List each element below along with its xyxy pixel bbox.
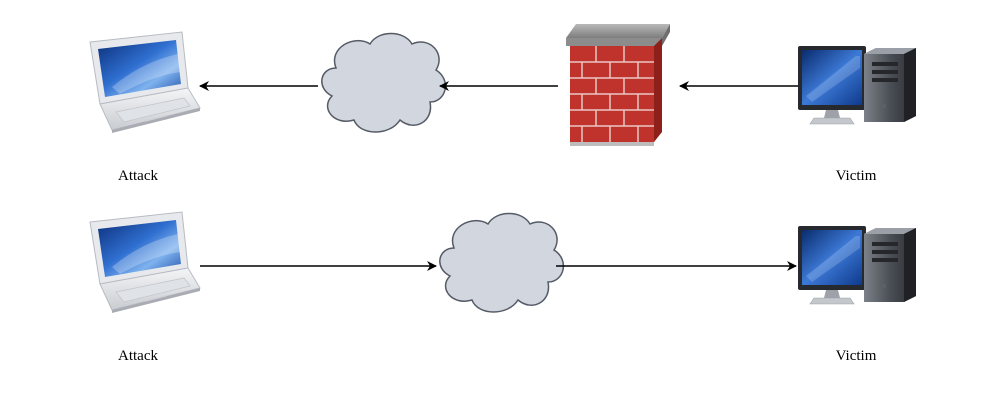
victim-label: Victim	[835, 348, 877, 364]
attacker-label: Attack	[118, 168, 158, 184]
laptop-icon	[89, 31, 201, 134]
victim-label: Victim	[835, 168, 877, 184]
desktop-computer-icon	[797, 225, 917, 305]
row-2	[89, 211, 917, 314]
cloud-icon	[439, 212, 565, 313]
desktop-computer-icon	[797, 45, 917, 125]
attacker-label: Attack	[118, 348, 158, 364]
row-1	[89, 23, 917, 147]
laptop-icon	[89, 211, 201, 314]
firewall-icon	[565, 23, 671, 147]
cloud-icon	[321, 32, 447, 133]
